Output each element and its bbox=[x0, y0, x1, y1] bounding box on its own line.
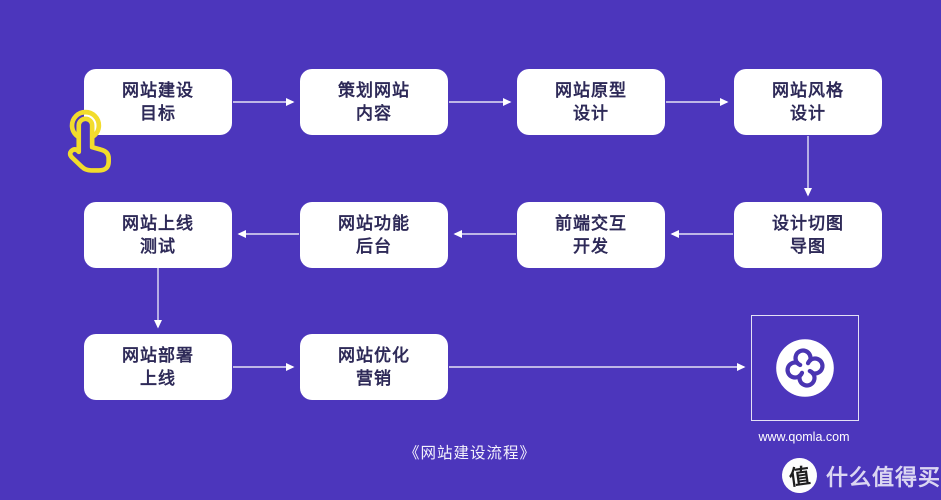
tap-hand-icon bbox=[67, 109, 111, 173]
node-label: 设计切图 bbox=[772, 214, 844, 233]
node-label: 前端交互 bbox=[555, 214, 627, 233]
logo-website-url: www.qomla.com bbox=[758, 430, 850, 444]
flow-node-goal: 网站建设 目标 bbox=[84, 69, 232, 135]
node-label: 网站部署 bbox=[122, 346, 194, 365]
node-label: 导图 bbox=[790, 237, 826, 256]
flow-node-marketing: 网站优化 营销 bbox=[300, 334, 448, 400]
flow-node-test: 网站上线 测试 bbox=[84, 202, 232, 268]
node-label: 目标 bbox=[140, 104, 176, 123]
qomla-logo-box bbox=[751, 315, 859, 421]
node-label: 设计 bbox=[573, 104, 609, 123]
node-label: 内容 bbox=[356, 104, 392, 123]
smzdm-watermark: 值 什么值得买 bbox=[779, 455, 941, 496]
node-label: 上线 bbox=[140, 369, 176, 388]
node-label: 后台 bbox=[356, 237, 392, 256]
node-label: 网站功能 bbox=[338, 214, 410, 233]
node-label: 设计 bbox=[790, 104, 826, 123]
flow-node-deploy: 网站部署 上线 bbox=[84, 334, 232, 400]
node-label: 营销 bbox=[356, 369, 392, 388]
node-label: 测试 bbox=[140, 237, 176, 256]
node-label: 网站优化 bbox=[338, 346, 410, 365]
node-label: 网站建设 bbox=[122, 81, 194, 100]
node-label: 网站风格 bbox=[772, 81, 844, 100]
smzdm-badge-icon: 值 bbox=[779, 455, 820, 496]
diagram-caption: 《网站建设流程》 bbox=[403, 445, 536, 462]
flow-node-prototype: 网站原型 设计 bbox=[517, 69, 665, 135]
node-label: 网站上线 bbox=[122, 214, 194, 233]
node-label: 策划网站 bbox=[338, 81, 410, 100]
flow-node-backend: 网站功能 后台 bbox=[300, 202, 448, 268]
node-label: 开发 bbox=[573, 237, 609, 256]
flow-node-slice: 设计切图 导图 bbox=[734, 202, 882, 268]
flow-node-plan: 策划网站 内容 bbox=[300, 69, 448, 135]
flow-node-style: 网站风格 设计 bbox=[734, 69, 882, 135]
smzdm-watermark-text: 什么值得买 bbox=[826, 464, 941, 490]
node-label: 网站原型 bbox=[555, 81, 627, 100]
qomla-clover-icon bbox=[776, 339, 834, 397]
flow-node-frontend: 前端交互 开发 bbox=[517, 202, 665, 268]
